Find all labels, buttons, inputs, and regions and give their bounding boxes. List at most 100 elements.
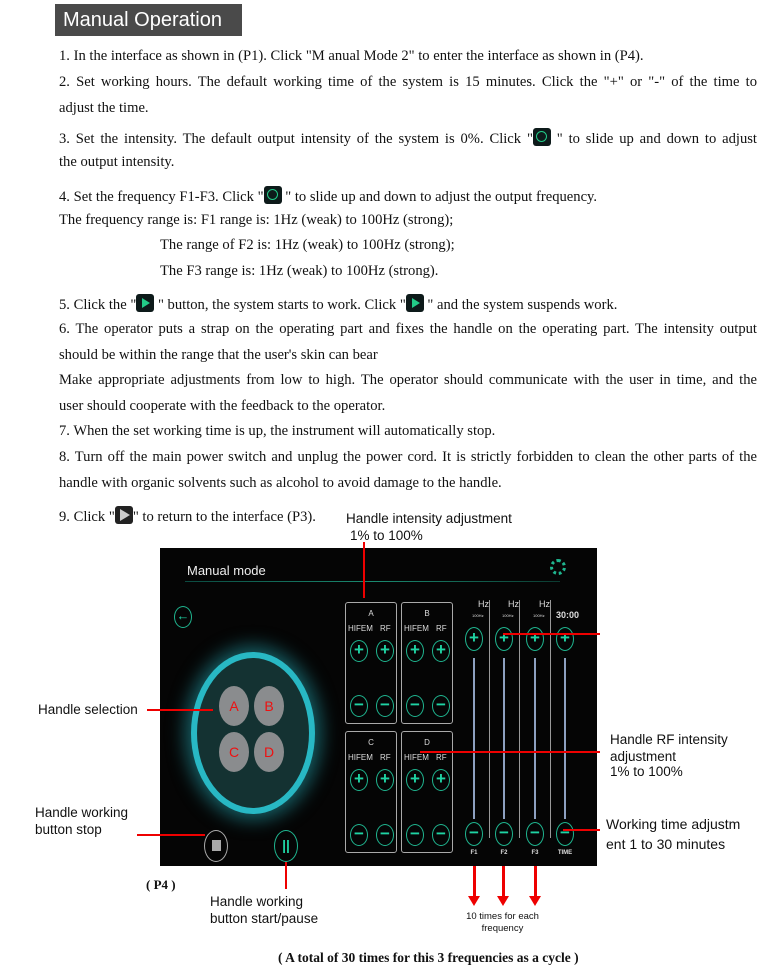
step-6: 6. The operator puts a strap on the oper… — [59, 321, 757, 337]
annotation-time: Working time adjustm ent 1 to 30 minutes — [606, 816, 741, 852]
handle-selector — [197, 658, 309, 808]
rf-plus-button[interactable]: + — [432, 640, 450, 662]
time-minus-button[interactable]: − — [556, 822, 574, 846]
hifem-minus-button[interactable]: − — [350, 695, 368, 717]
pointer-line — [285, 862, 287, 889]
section-title: Manual Operation — [55, 4, 242, 36]
arrow-line — [502, 866, 505, 898]
hz-max-label: 100Hz — [533, 613, 545, 618]
f3-slider-track[interactable] — [534, 658, 536, 819]
arrow-down-icon — [497, 896, 509, 906]
step-4-f3: The F3 range is: 1Hz (weak) to 100Hz (st… — [160, 263, 439, 279]
cycle-caption: ( A total of 30 times for this 3 frequen… — [278, 950, 579, 965]
stop-button[interactable] — [204, 830, 228, 862]
text: " button, the system starts to work. Cli… — [154, 297, 406, 313]
slider-divider — [489, 600, 490, 838]
f2-slider-track[interactable] — [503, 658, 505, 819]
arrow-down-icon — [529, 896, 541, 906]
hz-label: Hz — [508, 599, 519, 609]
rf-minus-button[interactable]: − — [376, 695, 394, 717]
arrow-right-icon — [114, 506, 133, 524]
slider-divider — [550, 600, 551, 838]
rf-label: RF — [380, 624, 391, 633]
rf-plus-button[interactable]: + — [376, 769, 394, 791]
stop-icon — [211, 840, 221, 851]
pointer-line — [147, 709, 213, 711]
step-2: 2. Set working hours. The default workin… — [59, 74, 757, 90]
gear-icon[interactable] — [550, 559, 566, 575]
step-2-cont: adjust the time. — [59, 100, 149, 116]
step-9: 9. Click "" to return to the interface (… — [59, 506, 757, 526]
hz-label: Hz — [478, 599, 489, 609]
handle-a-button[interactable]: A — [219, 686, 249, 726]
hifem-minus-button[interactable]: − — [350, 824, 368, 846]
screen-header: Manual mode — [187, 563, 266, 578]
text: 9. Click " — [59, 509, 115, 525]
hifem-label: HIFEM — [348, 753, 373, 762]
f1-minus-button[interactable]: − — [465, 822, 483, 846]
handle-b-button[interactable]: B — [254, 686, 284, 726]
pointer-line — [563, 829, 600, 831]
f2-label: F2 — [500, 850, 508, 856]
hifem-plus-button[interactable]: + — [350, 769, 368, 791]
hifem-plus-button[interactable]: + — [406, 769, 424, 791]
f2-plus-button[interactable]: + — [495, 627, 513, 651]
rf-plus-button[interactable]: + — [376, 640, 394, 662]
annotation-rf: Handle RF intensity adjustment — [610, 732, 728, 764]
hifem-plus-button[interactable]: + — [350, 640, 368, 662]
rf-minus-button[interactable]: − — [376, 824, 394, 846]
annotation-intensity-range: 1% to 100% — [350, 528, 423, 543]
f2-minus-button[interactable]: − — [495, 822, 513, 846]
text: 5. Click the " — [59, 297, 137, 313]
time-label: TIME — [557, 850, 573, 856]
text: 4. Set the frequency F1-F3. Click " — [59, 189, 264, 205]
step-4: 4. Set the frequency F1-F3. Click " " to… — [59, 186, 757, 206]
pointer-line — [363, 542, 365, 598]
time-plus-button[interactable]: + — [556, 627, 574, 651]
text: 3. Set the intensity. The default output… — [59, 131, 533, 147]
step-6-b: should be within the range that the user… — [59, 347, 378, 363]
handle-c-button[interactable]: C — [219, 732, 249, 772]
f3-minus-button[interactable]: − — [526, 822, 544, 846]
f3-label: F3 — [531, 850, 539, 856]
step-4-f2: The range of F2 is: 1Hz (weak) to 100Hz … — [160, 237, 455, 253]
annotation-stop: Handle working button stop — [35, 805, 129, 837]
back-arrow-icon[interactable]: ← — [174, 606, 192, 628]
frequency-dial-icon — [263, 186, 282, 204]
f1-label: F1 — [470, 850, 478, 856]
arrow-down-icon — [468, 896, 480, 906]
pointer-line — [137, 834, 205, 836]
figure-label: ( P4 ) — [146, 877, 176, 892]
handle-c-panel: C HIFEM RF + − + − — [345, 731, 397, 853]
rf-plus-button[interactable]: + — [432, 769, 450, 791]
hz-max-label: 100Hz — [502, 613, 514, 618]
time-slider-track[interactable] — [564, 658, 566, 819]
text: " and the system suspends work. — [423, 297, 618, 313]
pause-icon — [405, 294, 424, 312]
text: " to slide up and down to adjust the out… — [281, 189, 598, 205]
hifem-plus-button[interactable]: + — [406, 640, 424, 662]
pause-button[interactable]: || — [274, 830, 298, 862]
hifem-minus-button[interactable]: − — [406, 824, 424, 846]
rf-label: RF — [380, 753, 391, 762]
rf-label: RF — [436, 753, 447, 762]
rf-minus-button[interactable]: − — [432, 695, 450, 717]
box-label: A — [368, 609, 374, 618]
step-1: 1. In the interface as shown in (P1). Cl… — [59, 48, 644, 64]
box-label: C — [368, 738, 374, 747]
f3-plus-button[interactable]: + — [526, 627, 544, 651]
rf-minus-button[interactable]: − — [432, 824, 450, 846]
f1-plus-button[interactable]: + — [465, 627, 483, 651]
f1-slider-track[interactable] — [473, 658, 475, 819]
arrow-line — [534, 866, 537, 898]
handle-d-button[interactable]: D — [254, 732, 284, 772]
step-8-b: handle with organic solvents such as alc… — [59, 475, 502, 491]
annotation-start: Handle working button start/pause — [210, 894, 319, 926]
box-label: B — [424, 609, 430, 618]
hifem-label: HIFEM — [404, 624, 429, 633]
hifem-minus-button[interactable]: − — [406, 695, 424, 717]
step-7: 7. When the set working time is up, the … — [59, 423, 496, 439]
